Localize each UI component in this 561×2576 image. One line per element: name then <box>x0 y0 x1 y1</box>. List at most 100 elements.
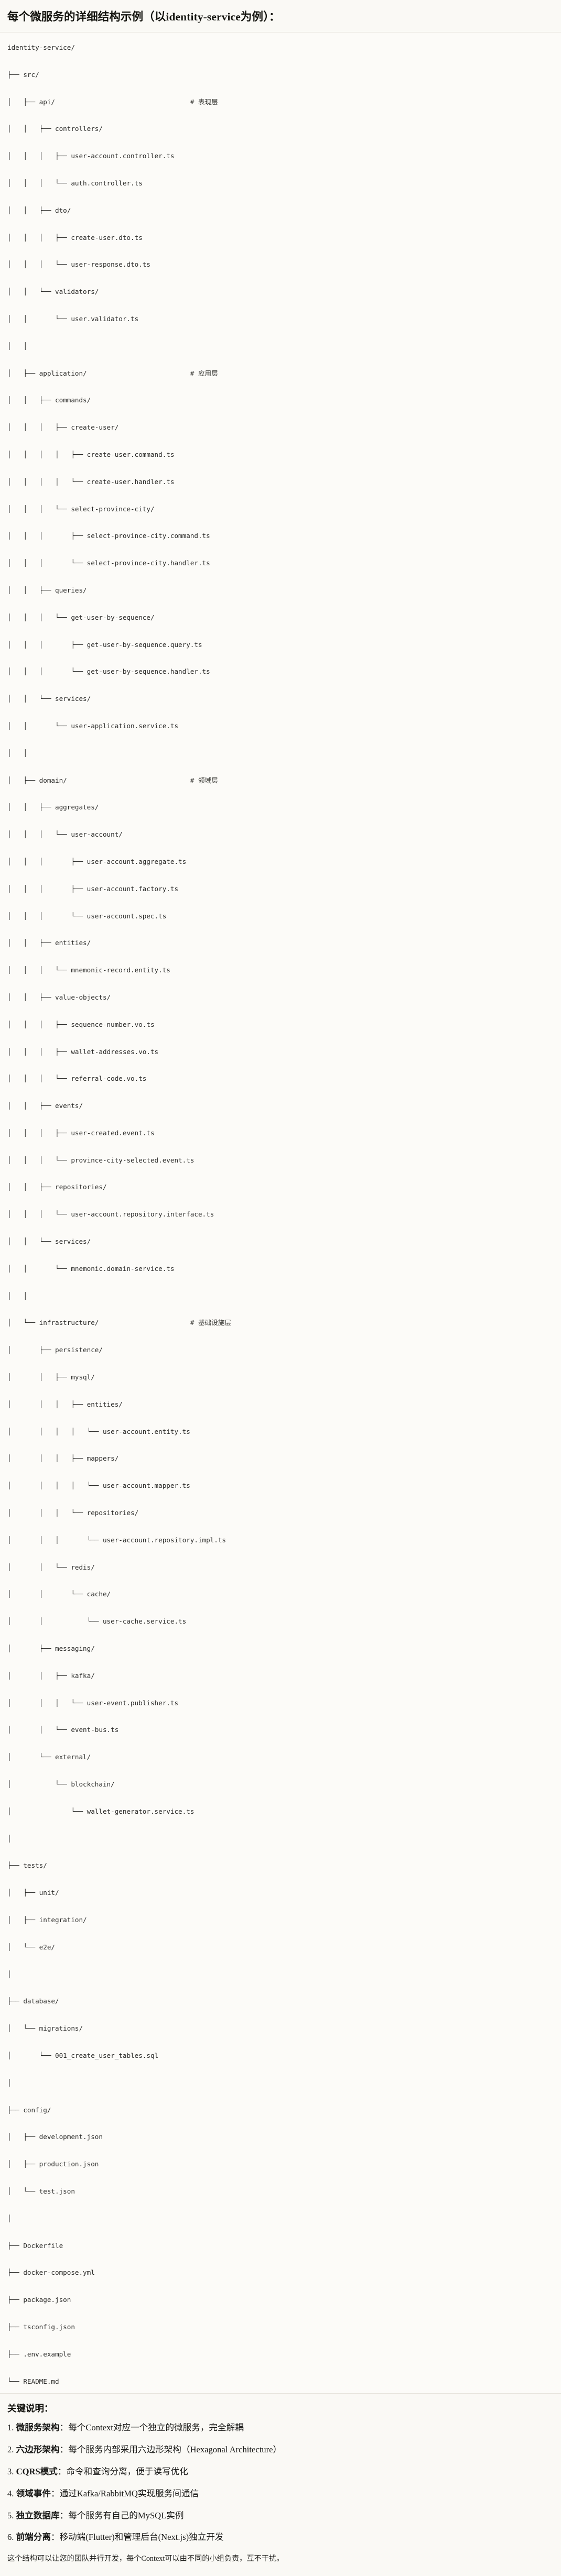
tree-row: │ │ │ ├── entities/ <box>7 1398 554 1411</box>
tree-node-label: ├── .env.example <box>7 2350 71 2358</box>
tree-row: ├── tests/ <box>7 1859 554 1872</box>
tree-node-label: │ │ │ └── select-province-city.handler.t… <box>7 559 210 567</box>
tree-row: │ │ │ │ └── user-account.mapper.ts <box>7 1479 554 1493</box>
tree-row: │ ├── domain/ # 领域层 <box>7 774 554 787</box>
tree-row: │ └── e2e/ <box>7 1941 554 1954</box>
tree-row: │ │ │ ├── create-user.dto.ts <box>7 231 554 245</box>
directory-tree-block: identity-service/ ├── src/ │ ├── api/ # … <box>0 32 561 2394</box>
tree-node-label: ├── database/ <box>7 1997 59 2005</box>
tree-row: │ │ │ ├── mappers/ <box>7 1452 554 1465</box>
tree-node-label: │ ├── persistence/ <box>7 1346 103 1354</box>
note-key: 六边形架构 <box>16 2444 60 2454</box>
tree-row: │ │ │ ├── user-account.factory.ts <box>7 882 554 896</box>
tree-row: │ └── wallet-generator.service.ts <box>7 1805 554 1818</box>
note-number: 5. <box>7 2510 16 2520</box>
directory-tree: identity-service/ ├── src/ │ ├── api/ # … <box>7 41 554 2388</box>
tree-row: │ │ ├── repositories/ <box>7 1180 554 1194</box>
tree-row: │ │ └── user-application.service.ts <box>7 719 554 733</box>
tree-row: │ │ ├── kafka/ <box>7 1669 554 1683</box>
tree-row: │ │ │ └── repositories/ <box>7 1506 554 1520</box>
tree-node-label: │ <box>7 1970 12 1978</box>
tree-node-label: │ │ │ ├── create-user.dto.ts <box>7 233 143 242</box>
tree-row: ├── config/ <box>7 2103 554 2117</box>
tree-row: │ │ │ │ ├── create-user.command.ts <box>7 448 554 462</box>
tree-node-label: │ │ ├── commands/ <box>7 396 91 404</box>
tree-node-label: │ ├── development.json <box>7 2133 103 2141</box>
tree-node-label: │ └── wallet-generator.service.ts <box>7 1807 195 1815</box>
tree-node-label: │ └── e2e/ <box>7 1943 55 1951</box>
tree-node-label: │ ├── application/ <box>7 369 87 377</box>
tree-node-label: │ │ │ ├── user-account.factory.ts <box>7 884 179 893</box>
tree-node-label: │ │ │ ├── select-province-city.command.t… <box>7 532 210 540</box>
tree-node-label: │ │ │ └── user-account.spec.ts <box>7 912 167 920</box>
tree-row: │ <box>7 1968 554 1981</box>
tree-node-label: │ │ ├── repositories/ <box>7 1183 107 1191</box>
note-item: 5. 独立数据库：每个服务有自己的MySQL实例 <box>7 2509 554 2523</box>
tree-row: │ │ │ ├── wallet-addresses.vo.ts <box>7 1045 554 1059</box>
tree-row: │ │ │ └── province-city-selected.event.t… <box>7 1154 554 1167</box>
tree-row: │ │ │ └── user-account/ <box>7 828 554 841</box>
tree-node-label: │ ├── unit/ <box>7 1889 59 1897</box>
note-number: 1. <box>7 2422 16 2432</box>
notes-list: 1. 微服务架构：每个Context对应一个独立的微服务，完全解耦 2. 六边形架… <box>7 2421 554 2544</box>
tree-node-label: │ │ ├── entities/ <box>7 939 91 947</box>
tree-row: │ │ ├── aggregates/ <box>7 801 554 814</box>
tree-row: │ │ │ └── get-user-by-sequence.handler.t… <box>7 665 554 678</box>
tree-row: │ │ │ └── user-account.spec.ts <box>7 909 554 923</box>
note-item: 6. 前端分离：移动端(Flutter)和管理后台(Next.js)独立开发 <box>7 2531 554 2544</box>
tree-row: │ │ └── services/ <box>7 692 554 706</box>
tree-row: │ └── blockchain/ <box>7 1778 554 1791</box>
tree-node-label: │ <box>7 2078 12 2087</box>
tree-row: ├── package.json <box>7 2293 554 2307</box>
tree-node-label: │ ├── integration/ <box>7 1916 87 1924</box>
tree-row: │ │ │ └── select-province-city.handler.t… <box>7 556 554 570</box>
tree-row: │ │ │ ├── user-created.event.ts <box>7 1126 554 1140</box>
tree-row: │ │ ├── queries/ <box>7 584 554 597</box>
note-separator: ： <box>50 2488 60 2498</box>
tree-node-label: │ │ │ ├── user-created.event.ts <box>7 1128 155 1137</box>
note-item: 1. 微服务架构：每个Context对应一个独立的微服务，完全解耦 <box>7 2421 554 2435</box>
tree-node-label: │ │ │ ├── create-user/ <box>7 423 119 432</box>
note-value: 移动端(Flutter)和管理后台(Next.js)独立开发 <box>59 2532 224 2542</box>
tree-node-label: │ │ │ └── select-province-city/ <box>7 505 155 513</box>
tree-node-label: │ │ │ │ └── user-account.entity.ts <box>7 1427 190 1435</box>
tree-node-label: │ └── migrations/ <box>7 2024 83 2033</box>
tree-node-label: │ │ └── services/ <box>7 1237 91 1246</box>
tree-node-label: │ │ └── services/ <box>7 695 91 703</box>
tree-row: │ │ │ └── select-province-city/ <box>7 502 554 516</box>
tree-row: │ ├── unit/ <box>7 1886 554 1900</box>
note-separator: ： <box>59 2422 69 2432</box>
note-number: 2. <box>7 2444 16 2454</box>
tree-node-label: ├── config/ <box>7 2106 51 2114</box>
tree-row: │ │ │ ├── create-user/ <box>7 421 554 434</box>
tree-node-label: │ <box>7 1834 12 1843</box>
tree-node-label: identity-service/ <box>7 43 75 52</box>
note-separator: ： <box>59 2510 69 2520</box>
tree-node-label: │ │ └── validators/ <box>7 288 99 296</box>
tree-row: │ <box>7 2212 554 2226</box>
tree-row: │ │ ├── value-objects/ <box>7 991 554 1004</box>
note-separator: ： <box>50 2532 60 2542</box>
tree-row: │ │ │ ├── sequence-number.vo.ts <box>7 1018 554 1032</box>
tree-node-label: │ │ <box>7 342 27 350</box>
tree-node-label: │ │ │ └── user-account/ <box>7 830 123 839</box>
tree-node-label: │ │ ├── controllers/ <box>7 125 103 133</box>
tree-node-comment: # 表现层 <box>190 97 218 106</box>
tree-node-label: │ └── 001_create_user_tables.sql <box>7 2051 159 2059</box>
tree-row: ├── .env.example <box>7 2348 554 2361</box>
tree-node-comment: # 应用层 <box>190 369 218 377</box>
tree-row: │ │ │ │ └── user-account.entity.ts <box>7 1425 554 1439</box>
tree-row: │ │ │ │ └── create-user.handler.ts <box>7 475 554 489</box>
tree-row: │ │ │ └── auth.controller.ts <box>7 177 554 190</box>
tree-node-label: │ └── external/ <box>7 1753 91 1761</box>
tree-row: │ │ │ └── get-user-by-sequence/ <box>7 611 554 624</box>
tree-row: │ │ └── mnemonic.domain-service.ts <box>7 1262 554 1276</box>
tree-node-label: │ │ └── user-cache.service.ts <box>7 1617 187 1626</box>
tree-node-label: │ │ │ └── province-city-selected.event.t… <box>7 1156 195 1164</box>
tree-row: │ │ │ ├── user-account.controller.ts <box>7 149 554 163</box>
tree-row: │ ├── integration/ <box>7 1913 554 1927</box>
tree-row: ├── src/ <box>7 68 554 82</box>
tree-node-label: ├── Dockerfile <box>7 2241 63 2250</box>
